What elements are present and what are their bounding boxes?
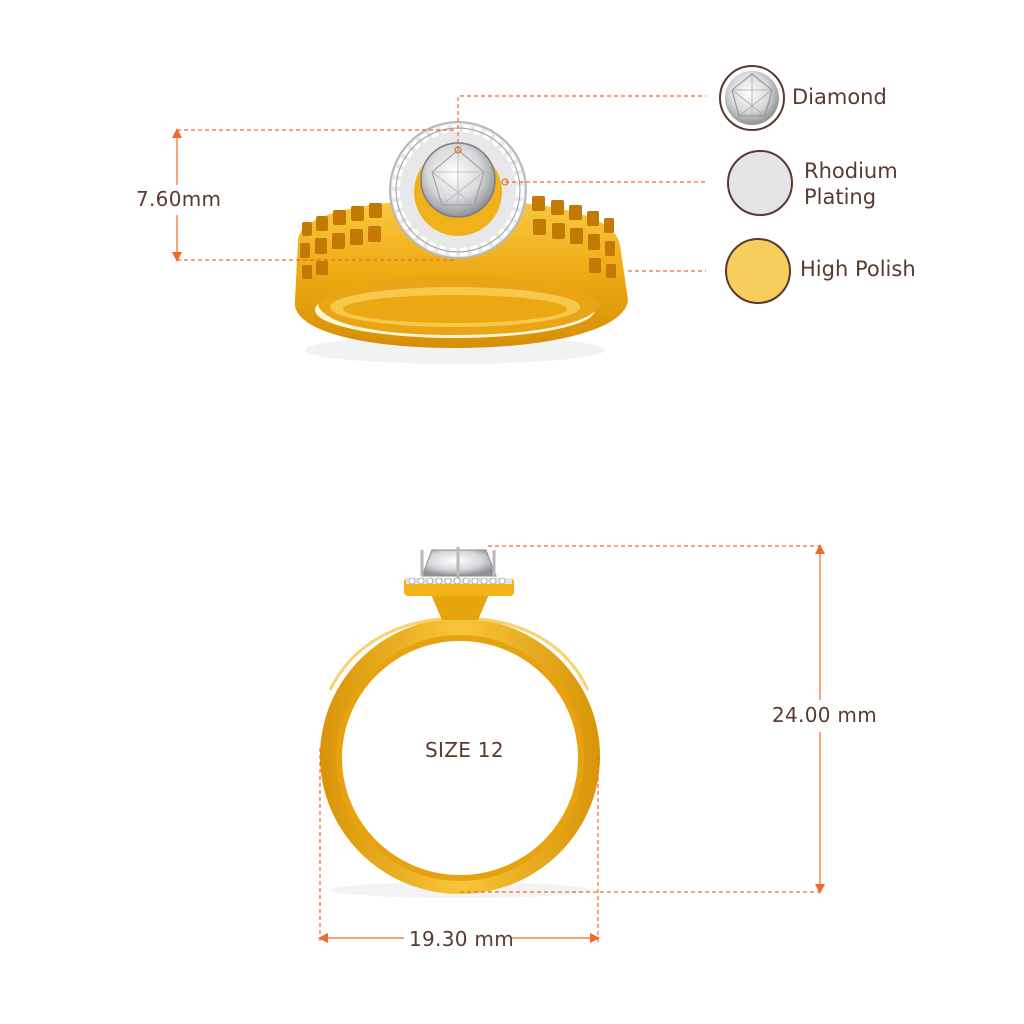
arrow-top-down bbox=[172, 252, 182, 262]
rhodium-leader-dot bbox=[501, 178, 509, 186]
ring-head-top bbox=[389, 121, 527, 259]
band-grid-left bbox=[300, 203, 382, 279]
arrow-top-up bbox=[172, 128, 182, 138]
diamond-leader-line bbox=[457, 95, 706, 150]
rhodium-swatch-icon bbox=[727, 150, 793, 216]
dimension-width-side: 19.30 mm bbox=[409, 927, 514, 951]
arrow-side-down bbox=[815, 884, 825, 894]
legend-swatches bbox=[719, 65, 793, 304]
diamond-swatch-icon bbox=[719, 65, 785, 131]
arrow-width-right bbox=[590, 933, 600, 943]
dimension-height-side: 24.00 mm bbox=[772, 703, 877, 727]
high-polish-swatch-icon bbox=[725, 238, 791, 304]
legend-rhodium-label: Rhodium Plating bbox=[804, 159, 898, 209]
ring-side-view bbox=[320, 547, 600, 898]
dimension-lines bbox=[176, 95, 821, 942]
arrow-side-up bbox=[815, 544, 825, 554]
dimension-height-top: 7.60mm bbox=[136, 187, 222, 211]
diamond-leader-dot bbox=[454, 146, 462, 154]
ring-size-label: SIZE 12 bbox=[425, 738, 504, 762]
band-grid-right bbox=[532, 196, 616, 278]
dimension-arrows bbox=[172, 128, 825, 943]
ring-top-view bbox=[294, 121, 628, 364]
legend-polish-label: High Polish bbox=[800, 257, 916, 281]
legend-diamond-label: Diamond bbox=[792, 85, 887, 109]
arrow-width-left bbox=[318, 933, 328, 943]
